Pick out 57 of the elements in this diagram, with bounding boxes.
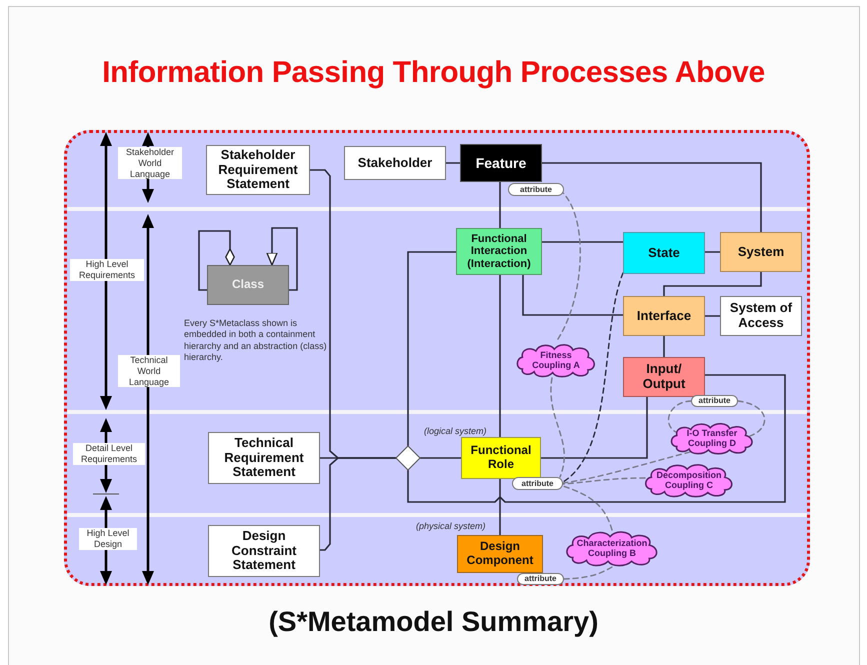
note-text: Every S*Metaclass shown is embedded in both a containment hierarchy and an abstraction (class) hierarchy. — [184, 318, 328, 363]
coupling-cloud: I-O Transfer Coupling D — [668, 421, 756, 455]
connector-line — [499, 274, 501, 438]
input-output-box: Input/ Output — [623, 357, 705, 397]
connector-line — [541, 241, 624, 243]
layer-label: Technical World Language — [118, 355, 180, 388]
class-box: Class — [207, 265, 289, 305]
caption: (S*Metamodel Summary) — [268, 606, 600, 638]
layer-label: Stakeholder World Language — [118, 147, 182, 180]
connector-line — [563, 566, 613, 580]
connector-line — [562, 485, 613, 531]
feature-box: Feature — [460, 144, 542, 182]
title: Information Passing Through Processes Above — [101, 56, 766, 90]
statement-box: Design Constraint Statement — [208, 525, 320, 577]
connector-line — [499, 478, 501, 536]
connector-line — [445, 162, 461, 164]
layer-label: Detail Level Requirements — [73, 443, 145, 465]
statement-box: Stakeholder — [344, 146, 446, 180]
interaction-box: Functional Interaction (Interaction) — [456, 228, 542, 275]
statement-box: Stakeholder Requirement Statement — [206, 145, 310, 195]
connector-line — [704, 315, 721, 317]
layer-label: High Level Requirements — [70, 259, 144, 281]
connector-line — [419, 457, 462, 459]
connector-line — [704, 251, 721, 253]
layer-label: High Level Design — [79, 528, 137, 550]
connector-line — [319, 457, 397, 551]
connector-line — [540, 396, 648, 459]
connector-line — [407, 251, 457, 447]
component-box: Design Component — [457, 535, 543, 573]
connector-line — [562, 451, 691, 484]
role-box: Functional Role — [461, 437, 541, 479]
system-box: Interface — [623, 296, 705, 336]
connector-line — [562, 477, 646, 485]
junction-diamond — [396, 446, 420, 470]
system-box: System — [720, 232, 802, 272]
connector-line — [737, 400, 766, 437]
system-annotation: (logical system) — [424, 426, 487, 436]
connector-line — [550, 377, 565, 478]
connector-line — [266, 227, 298, 291]
connector-line — [522, 274, 624, 316]
connector-line — [663, 335, 665, 358]
attribute-tag: attribute — [508, 183, 564, 196]
connector-line — [562, 272, 624, 483]
statement-box: Technical Requirement Statement — [208, 432, 320, 484]
attribute-tag: attribute — [691, 395, 738, 407]
state-box: State — [623, 232, 705, 274]
connector-line — [198, 230, 235, 291]
connector-line — [499, 181, 501, 229]
connector-line — [541, 162, 762, 233]
connector-line — [668, 400, 692, 433]
statement-box: System of Access — [720, 296, 802, 336]
attribute-tag: attribute — [512, 477, 563, 490]
connector-line — [407, 374, 786, 503]
coupling-cloud: Fitness Coupling A — [514, 342, 598, 378]
attribute-tag: attribute — [517, 573, 564, 585]
connector-line — [663, 271, 762, 297]
system-annotation: (physical system) — [416, 521, 486, 531]
